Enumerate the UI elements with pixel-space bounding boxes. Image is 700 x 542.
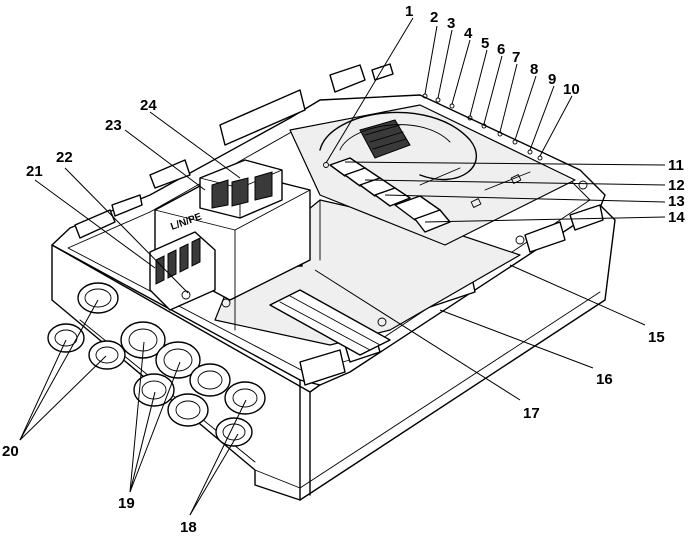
callout-22: 22 <box>56 149 73 166</box>
callout-6: 6 <box>497 41 505 58</box>
callout-3: 3 <box>447 15 455 32</box>
callout-9: 9 <box>548 71 556 88</box>
heatsink <box>359 119 411 159</box>
callout-4: 4 <box>464 25 473 42</box>
callout-11: 11 <box>668 157 684 174</box>
callout-20: 20 <box>2 443 19 460</box>
gland-group-18 <box>215 381 266 447</box>
callout-17: 17 <box>523 405 540 422</box>
ethernet-ports <box>329 157 451 233</box>
callout-18: 18 <box>180 519 197 536</box>
callout-numbers: 1 2 3 4 5 6 7 8 9 10 11 12 13 14 15 16 1… <box>2 3 685 536</box>
cable-glands <box>47 282 266 447</box>
leader-lines <box>19 17 666 516</box>
gland-group-19 <box>120 321 231 427</box>
callout-12: 12 <box>668 177 685 194</box>
callout-8: 8 <box>530 61 538 78</box>
callout-15: 15 <box>648 329 665 346</box>
callout-1: 1 <box>405 3 413 20</box>
callout-5: 5 <box>481 35 489 52</box>
callout-21: 21 <box>26 163 43 180</box>
callout-2: 2 <box>430 9 438 26</box>
fiber-loop <box>319 111 477 181</box>
callout-13: 13 <box>668 193 685 210</box>
gland-group-20 <box>47 282 126 370</box>
callout-7: 7 <box>512 49 520 66</box>
control-board <box>289 93 576 246</box>
callout-16: 16 <box>596 371 613 388</box>
lid-screws <box>221 180 588 327</box>
din-rail <box>269 289 391 356</box>
callout-23: 23 <box>105 117 122 134</box>
callout-24: 24 <box>140 97 157 114</box>
callout-14: 14 <box>668 209 685 226</box>
callout-19: 19 <box>118 495 135 512</box>
callout-10: 10 <box>563 81 580 98</box>
